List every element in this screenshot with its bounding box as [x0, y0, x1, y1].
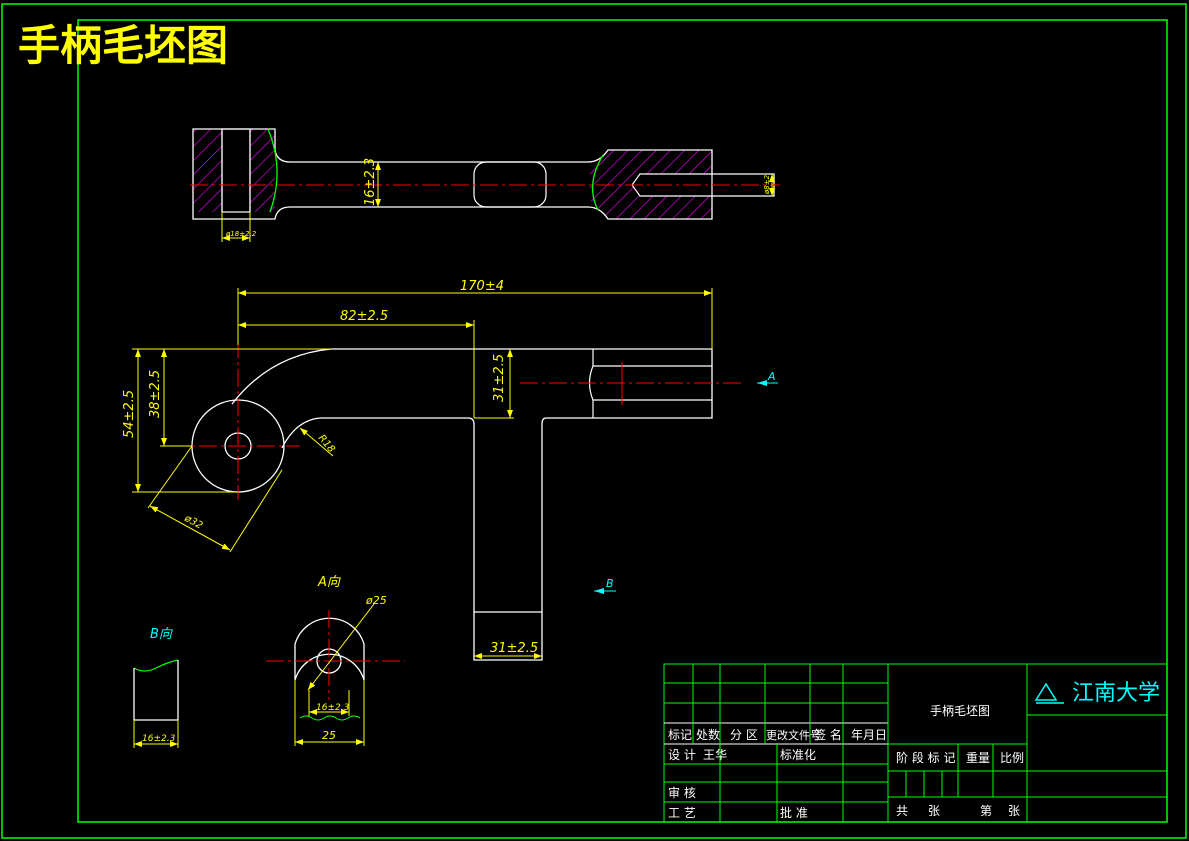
outer-border	[1, 3, 1187, 839]
dim-32-ext-b	[229, 469, 283, 553]
tb-scale-label: 比例	[1000, 751, 1024, 765]
view-a-inner: 16±2.3	[316, 703, 350, 713]
tb-process-label: 工 艺	[668, 806, 696, 820]
top-dim-16: 16±2.3	[363, 158, 378, 206]
tb-total-label: 共	[896, 804, 908, 818]
dim-82: 82±2.5	[340, 309, 388, 324]
school-logo-icon	[1034, 682, 1064, 704]
front-outline	[281, 348, 713, 661]
title-block	[663, 663, 1168, 823]
dim-54: 54±2.5	[122, 390, 137, 438]
view-arrow-b-label: B	[606, 577, 614, 590]
tb-page-label: 第	[980, 804, 992, 818]
tb-weight-label: 重量	[966, 751, 990, 765]
tb-design-label: 设 计	[668, 748, 696, 762]
dim-32-line	[149, 505, 231, 551]
top-dim-left-dia: ø18±2.2	[225, 230, 257, 238]
dim-r18-leader	[299, 427, 334, 457]
view-b: B向 16±2.3	[133, 627, 179, 748]
drawing-title: 手柄毛坯图	[18, 21, 228, 70]
tb-col-label-0: 标记	[668, 728, 692, 742]
view-b-wave	[133, 659, 179, 672]
view-a-wave	[299, 715, 361, 721]
dim-32-ext-a	[147, 445, 193, 509]
tb-standardize-label: 标准化	[780, 748, 816, 762]
view-a-dia: ø25	[365, 594, 387, 607]
view-a-label: A向	[317, 575, 341, 590]
title-block-text: 手柄毛坯图 江南大学 标记 处数 分 区 更改文件号 签 名 年月日 设 计 王…	[668, 681, 1160, 820]
tb-designer: 王华	[703, 748, 727, 762]
top-break-right	[591, 154, 604, 211]
tb-page-sheet-label: 张	[1008, 804, 1020, 818]
view-a-dia-leader	[307, 603, 375, 691]
front-upper-curve	[231, 348, 332, 405]
front-view: 170±4 82±2.5 54±2.5 38±2.5 31±2.5 ø32 R1…	[122, 279, 778, 661]
view-a-width: 25	[322, 729, 336, 742]
top-view: 16±2.3 ø18±2.2 ø8±2	[190, 128, 780, 242]
view-b-width: 16±2.3	[142, 734, 176, 744]
tb-drawing-name: 手柄毛坯图	[930, 704, 990, 718]
tb-stage-label: 阶 段 标 记	[896, 750, 955, 765]
top-dim-right-dia: ø8±2	[763, 174, 771, 195]
dim-31-right: 31±2.5	[492, 354, 507, 402]
dim-31-bottom: 31±2.5	[490, 641, 538, 656]
tb-sheet-label: 张	[928, 804, 940, 818]
view-arrow-a-label: A	[767, 370, 776, 383]
tb-col-label-1: 处数	[696, 727, 720, 742]
top-left-hole	[221, 128, 251, 213]
tb-approve-label: 批 准	[780, 805, 808, 820]
dim-170: 170±4	[460, 279, 504, 294]
top-break-left	[267, 128, 278, 213]
dim-38: 38±2.5	[148, 370, 163, 418]
tb-col-label-3: 更改文件号	[766, 728, 821, 742]
dim-32: ø32	[182, 513, 205, 532]
tb-col-label-4: 签 名	[814, 727, 842, 742]
tb-col-label-5: 年月日	[851, 728, 887, 742]
tb-school: 江南大学	[1072, 681, 1160, 706]
view-a: A向 ø25 16±2.3 25	[266, 575, 405, 746]
tb-col-label-2: 分 区	[730, 728, 758, 742]
view-b-label: B向	[150, 627, 173, 642]
inner-border	[77, 19, 1168, 823]
tb-review-label: 审 核	[668, 785, 696, 800]
